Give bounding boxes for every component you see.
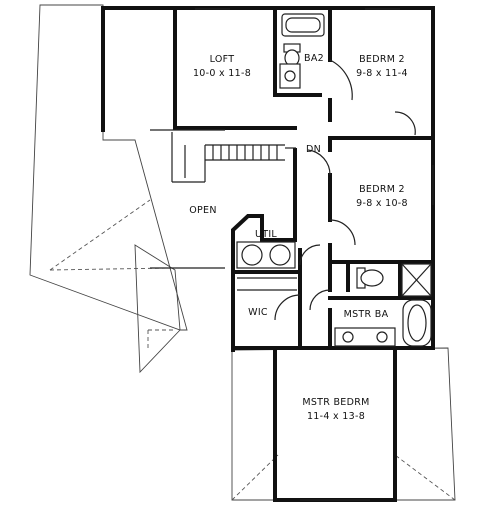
room-bedrm-top-name: BEDRM 2 xyxy=(359,54,405,65)
room-bedrm-top: BEDRM 2 9-8 x 11-4 xyxy=(356,54,408,79)
windows xyxy=(150,8,434,501)
stair xyxy=(171,132,296,183)
room-wic-name: WIC xyxy=(248,307,268,318)
room-mstr-bedrm-name: MSTR BEDRM xyxy=(302,397,369,408)
stair-dn-label: DN xyxy=(306,144,321,155)
room-mstr-bedrm: MSTR BEDRM 11-4 x 13-8 xyxy=(302,397,369,422)
room-bedrm-mid-name: BEDRM 2 xyxy=(359,184,405,195)
room-bedrm-mid: BEDRM 2 9-8 x 10-8 xyxy=(356,184,408,209)
room-open-name: OPEN xyxy=(189,205,217,216)
room-loft-size: 10-0 x 11-8 xyxy=(193,68,251,79)
room-bedrm-top-size: 9-8 x 11-4 xyxy=(356,68,408,79)
interior-walls xyxy=(173,6,435,352)
room-mstr-ba-name: MSTR BA xyxy=(344,309,389,320)
room-util-name: UTIL xyxy=(255,229,277,240)
room-ba2-name: BA2 xyxy=(304,53,324,64)
door-swings xyxy=(274,59,416,321)
room-loft-name: LOFT xyxy=(210,54,235,65)
room-bedrm-mid-size: 9-8 x 10-8 xyxy=(356,198,408,209)
fixtures xyxy=(236,13,432,347)
room-mstr-bedrm-size: 11-4 x 13-8 xyxy=(307,411,365,422)
room-loft: LOFT 10-0 x 11-8 xyxy=(193,54,251,79)
